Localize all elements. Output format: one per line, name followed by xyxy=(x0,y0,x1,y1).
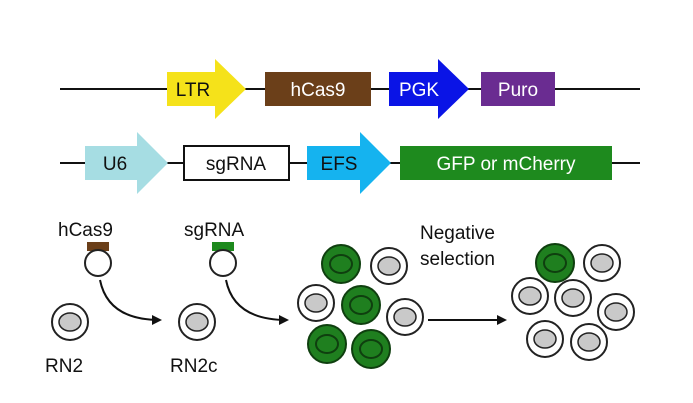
hcas9-virus-particle xyxy=(84,242,112,277)
selected-cell-grey xyxy=(526,320,564,358)
vector1-construct: LTR hCas9 PGK Puro xyxy=(60,59,640,119)
transduced-cell-green xyxy=(307,324,347,364)
cell-nucleus xyxy=(315,334,339,354)
cell-nucleus xyxy=(359,339,383,359)
sgrna-infection-arrow xyxy=(225,279,289,325)
u6-label: U6 xyxy=(103,154,127,175)
vector2-reporter-gene: GFP or mCherry xyxy=(400,146,612,180)
vector2-efs-promoter: EFS xyxy=(307,132,391,194)
cell-nucleus xyxy=(543,253,567,273)
sgrna-virus-label: sgRNA xyxy=(184,220,245,241)
negative-selection-label-line2: selection xyxy=(420,249,495,270)
puro-label: Puro xyxy=(498,80,538,101)
cell-nucleus xyxy=(577,332,601,352)
selected-cell-grey xyxy=(583,244,621,282)
ltr-arrow-shape xyxy=(167,59,246,119)
puro-box-shape xyxy=(481,72,555,106)
ltr-label: LTR xyxy=(176,80,210,101)
rn2-label: RN2 xyxy=(45,356,83,377)
cell-nucleus xyxy=(518,286,542,306)
transduced-cell-grey xyxy=(370,247,408,285)
reporter-box-shape xyxy=(400,146,612,180)
cell-nucleus xyxy=(58,312,82,332)
sgrna-virus-cap xyxy=(212,242,234,251)
pgk-label: PGK xyxy=(399,80,439,101)
gfp-or-mcherry-label: GFP or mCherry xyxy=(436,154,576,175)
cell-nucleus xyxy=(533,329,557,349)
vector1-hcas9-gene: hCas9 xyxy=(265,72,371,106)
rn2c-cell-grey xyxy=(178,303,216,341)
vector1-pgk-promoter: PGK xyxy=(389,59,469,119)
u6-arrow-shape xyxy=(85,132,168,194)
efs-label: EFS xyxy=(321,154,358,175)
vector2-construct: U6 sgRNA EFS GFP or mCherry xyxy=(60,132,640,194)
hcas9-box-shape xyxy=(265,72,371,106)
cell-nucleus xyxy=(349,295,373,315)
hcas9-virus-body xyxy=(84,249,112,277)
cell-nucleus xyxy=(561,288,585,308)
selected-cell-grey xyxy=(570,323,608,361)
transduced-cell-green xyxy=(351,329,391,369)
sgrna-virus-body xyxy=(209,249,237,277)
transduced-cell-green xyxy=(341,285,381,325)
cell-nucleus xyxy=(185,312,209,332)
selected-cell-grey xyxy=(511,277,549,315)
efs-arrow-shape xyxy=(307,132,391,194)
sgrna-virus-particle xyxy=(209,242,237,277)
transduced-cell-green xyxy=(321,244,361,284)
vector1-puro-gene: Puro xyxy=(481,72,555,106)
cell-nucleus xyxy=(329,254,353,274)
vector2-u6-promoter: U6 xyxy=(85,132,168,194)
hcas9-gene-label: hCas9 xyxy=(291,80,346,101)
cell-nucleus xyxy=(604,302,628,322)
workflow: hCas9 sgRNA Negative selection RN2 RN2c xyxy=(45,220,635,377)
cell-nucleus xyxy=(304,293,328,313)
cell-nucleus xyxy=(393,307,417,327)
selected-cell-green xyxy=(535,243,575,283)
selected-cell-grey xyxy=(554,279,592,317)
rn2c-label: RN2c xyxy=(170,356,218,377)
vector2-sgrna: sgRNA xyxy=(183,145,290,181)
hcas9-infection-arrow xyxy=(99,279,162,325)
selected-cell-grey xyxy=(597,293,635,331)
cell-nucleus xyxy=(590,253,614,273)
sgrna-box-shape xyxy=(183,145,290,181)
cell-nucleus xyxy=(377,256,401,276)
hcas9-virus-cap xyxy=(87,242,109,251)
sgrna-vector-label: sgRNA xyxy=(206,154,267,175)
vector1-ltr-promoter: LTR xyxy=(167,59,246,119)
transduced-cell-grey xyxy=(386,298,424,336)
negative-selection-label-line1: Negative xyxy=(420,223,495,244)
hcas9-virus-label: hCas9 xyxy=(58,220,113,241)
rn2-cell-grey xyxy=(51,303,89,341)
pgk-arrow-shape xyxy=(389,59,469,119)
transduced-cell-grey xyxy=(297,284,335,322)
cell-groups xyxy=(51,243,635,369)
